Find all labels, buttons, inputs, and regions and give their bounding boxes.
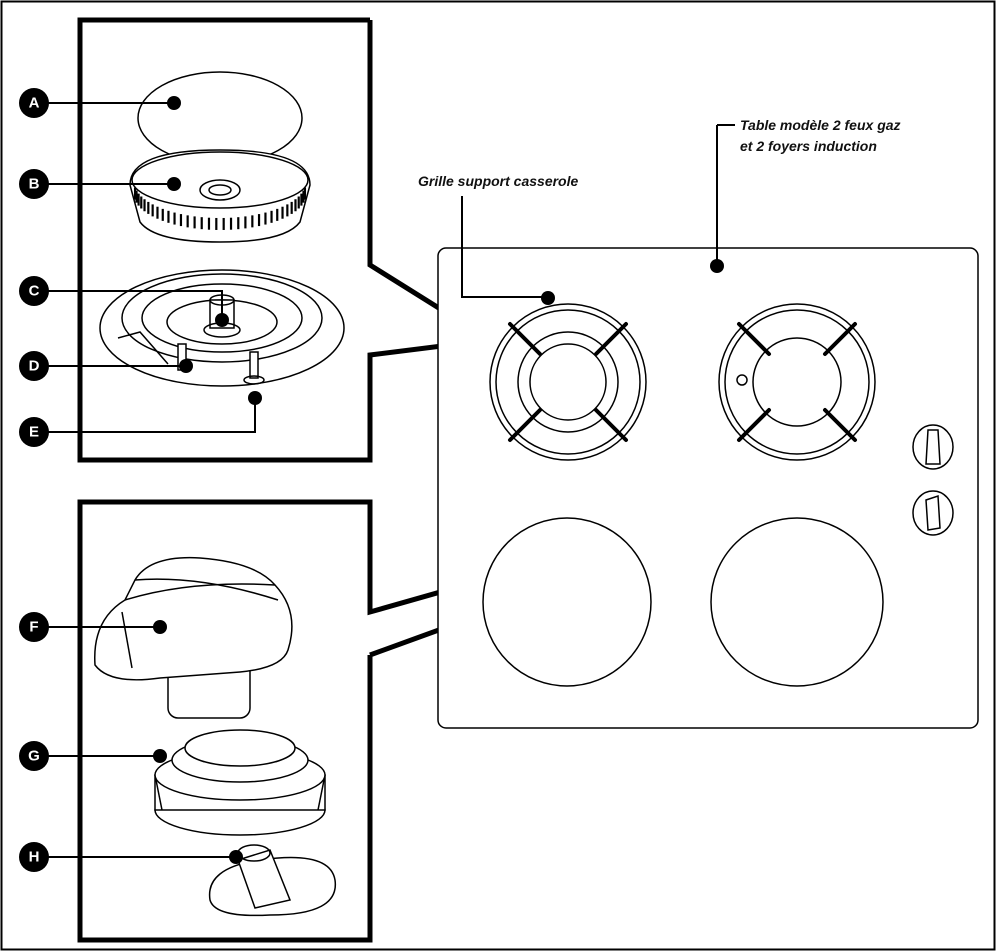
- callout-c: C: [19, 276, 49, 306]
- svg-text:D: D: [29, 358, 40, 375]
- callout-h: H: [19, 842, 49, 872]
- gas-burner-grid-right: [718, 303, 876, 461]
- knob-base: [154, 729, 326, 836]
- hob-knob-lower: [912, 490, 954, 536]
- pan-support-label: Grille support casserole: [418, 173, 578, 189]
- callout-d: D: [19, 351, 49, 381]
- callout-a: A: [19, 88, 49, 118]
- hob-model-label-line-2: et 2 foyers induction: [740, 138, 877, 154]
- svg-text:G: G: [28, 748, 40, 765]
- induction-zone-right: [710, 517, 884, 687]
- callout-g: G: [19, 741, 49, 771]
- hob-model-label-line-1: Table modèle 2 feux gaz: [740, 117, 901, 133]
- callout-f: F: [19, 612, 49, 642]
- induction-zone-left: [482, 517, 652, 687]
- svg-text:F: F: [29, 619, 38, 636]
- gas-burner-grid-left: [489, 303, 647, 461]
- svg-text:E: E: [29, 424, 39, 441]
- flame-spreader: [129, 149, 311, 243]
- burner-zoom-panel: [77, 17, 498, 463]
- svg-text:B: B: [29, 176, 40, 193]
- callout-e: E: [19, 417, 49, 447]
- hob-knob-upper: [912, 424, 954, 470]
- svg-text:C: C: [29, 283, 40, 300]
- svg-text:H: H: [29, 849, 40, 866]
- leader-dots: [153, 96, 724, 864]
- control-knob: [94, 556, 293, 719]
- svg-text:A: A: [29, 95, 40, 112]
- callout-b: B: [19, 169, 49, 199]
- valve-shaft: [208, 844, 336, 917]
- leader-lines: [38, 102, 735, 858]
- burner-body: [99, 269, 345, 387]
- hob-panel: [437, 247, 979, 729]
